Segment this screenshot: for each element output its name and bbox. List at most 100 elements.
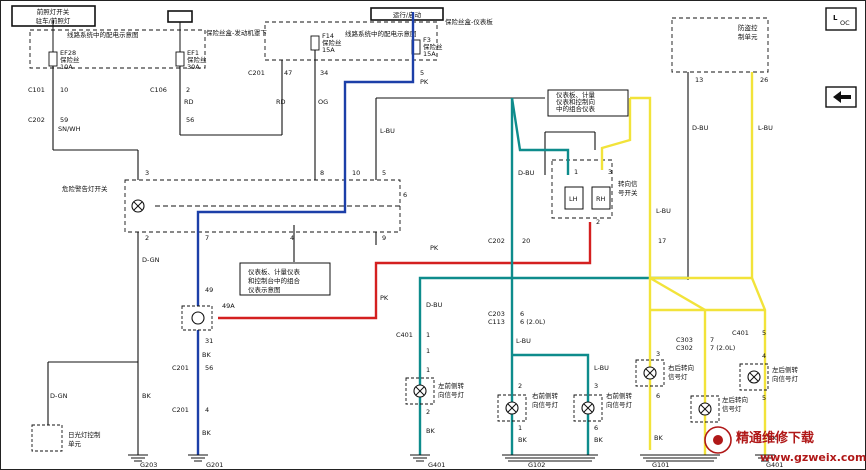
wire-l-bu: L-BU [380, 127, 395, 135]
pin-5b: 5 [382, 169, 386, 177]
blue-wires [196, 12, 415, 455]
wire-rd-1: RD [276, 98, 286, 106]
fuse-ef28-label: EF28 [60, 49, 76, 57]
wire-bk-6: BK [594, 436, 603, 444]
lamp-fr1-label-1: 右前侧转 [532, 391, 559, 400]
cluster-label-3: 中的组合仪表 [556, 104, 596, 113]
fuse-f14-name: 保险丝 [322, 38, 342, 47]
daylight-label-1: 日光灯控制 [68, 430, 101, 439]
conn-c303: C303 [676, 336, 693, 344]
antitheft-module-box [671, 17, 769, 73]
pin-5: 5 [420, 69, 424, 77]
turn-rh-label: RH [596, 195, 606, 203]
cluster-label-1: 仪表板、计量 [556, 90, 596, 99]
fuse-ef28-name: 保险丝 [60, 55, 80, 64]
pin-13: 13 [695, 76, 703, 84]
pin-59: 59 [60, 116, 68, 124]
pin-26: 26 [760, 76, 768, 84]
blank-switch-box [167, 10, 193, 23]
pin-c203-6b: 6 (2.0L) [520, 318, 545, 326]
ground-g201: G201 [206, 461, 223, 469]
wire-l-bu-5: L-BU [594, 364, 609, 372]
black-wires [47, 50, 753, 455]
fuse-f3-label: F3 [423, 36, 431, 44]
dash-fuse-box [264, 21, 438, 61]
turn-switch-label-2: 号开关 [618, 188, 638, 197]
pin-lamp-fr-a1: 1 [518, 424, 522, 432]
conn-c302: C302 [676, 344, 693, 352]
lamp-fr2-label-1: 右前侧转 [606, 391, 633, 400]
lamp-rear-left [635, 359, 665, 387]
wire-d-bu-3: D-BU [426, 301, 443, 309]
pin-lamp-rr-5: 5 [762, 394, 766, 402]
turn-rh-contact [591, 186, 611, 210]
pin-31: 31 [205, 337, 213, 345]
pin-3b: 3 [608, 168, 612, 176]
lamp-rr2-label-1: 左后侧转 [772, 365, 799, 374]
flasher-icon [191, 311, 205, 325]
conn-c401: C401 [396, 331, 413, 339]
fuse-f14-label: F14 [322, 32, 334, 40]
pin-8: 8 [320, 169, 324, 177]
wire-l-bu-2: L-BU [656, 207, 671, 215]
pin-4: 4 [290, 234, 294, 242]
wire-rd-2: RD [184, 98, 194, 106]
pin-49: 49 [205, 286, 213, 294]
cluster2-label-3: 仪表示意图 [248, 285, 281, 294]
ground-g401: G401 [428, 461, 445, 469]
wire-d-gn-2: D-GN [50, 392, 68, 400]
pin-6: 6 [403, 191, 407, 199]
fuse-ef28-amp: 10A [60, 63, 73, 71]
turn-lh-contact [564, 186, 584, 210]
pin-10: 10 [60, 86, 68, 94]
fuse-f14 [310, 35, 320, 51]
conn-c201-c: C201 [172, 406, 189, 414]
dash-box-note: 保险丝盒-仪表板 [445, 17, 493, 26]
location-icon[interactable] [825, 7, 857, 31]
lamp-fr1-label-2: 向信号灯 [532, 400, 559, 409]
pin-17: 17 [658, 237, 666, 245]
pin-7: 7 [205, 234, 209, 242]
cluster-label-2: 仪表和控制向 [556, 97, 595, 106]
pin-1: 1 [574, 168, 578, 176]
lamp-rl-label-1: 右后转向 [668, 363, 694, 372]
wire-pk-3: PK [430, 244, 439, 252]
underhood-fuse-box [29, 29, 206, 69]
ground-g401b: G401 [766, 461, 783, 469]
conn-c401-b: C401 [732, 329, 749, 337]
wire-l-bu-3: L-BU [758, 124, 773, 132]
lamp-rear-right [739, 363, 769, 391]
pin-lamp-fl-2: 2 [426, 408, 430, 416]
turn-lh-label: LH [569, 195, 578, 203]
wire-og: OG [318, 98, 328, 106]
dash-fuse-note: 线路系统中的配电示意图 [345, 29, 417, 38]
lamp-fr2-label-2: 向信号灯 [606, 400, 633, 409]
wire-pk: PK [420, 78, 429, 86]
daylight-control-unit [31, 424, 63, 452]
fuse-ef1-amp: 30A [187, 63, 200, 71]
conn-c202-b: C202 [488, 237, 505, 245]
wire-bk-5: BK [518, 436, 527, 444]
headlamp-switch-label: 前照灯开关 [37, 7, 70, 16]
lamp-front-right-2 [573, 394, 603, 422]
wire-bk-2: BK [202, 351, 211, 359]
lamp-fl-label-1: 左前侧转 [438, 381, 465, 390]
pin-4b: 4 [205, 406, 209, 414]
cluster2-label-2: 和控制台中的组合 [248, 276, 301, 285]
pin-34: 34 [320, 69, 328, 77]
lamp-rr2-label-2: 向信号灯 [772, 374, 799, 383]
wire-bk-7: BK [654, 434, 663, 442]
wire-pk-2: PK [380, 294, 389, 302]
conn-c101: C101 [28, 86, 45, 94]
fuse-ef1 [175, 51, 185, 67]
pin-49a: 49A [222, 302, 235, 310]
pin-9: 9 [382, 234, 386, 242]
watermark-logo [704, 426, 732, 454]
ground-g101: G101 [652, 461, 669, 469]
pin-lamp-fr-b3: 3 [594, 382, 598, 390]
antitheft-label-1: 防盗控 [738, 23, 758, 32]
pin-c401-5: 5 [762, 329, 766, 337]
yellow-wires [600, 72, 767, 455]
wire-bk-8: BK [768, 434, 777, 442]
